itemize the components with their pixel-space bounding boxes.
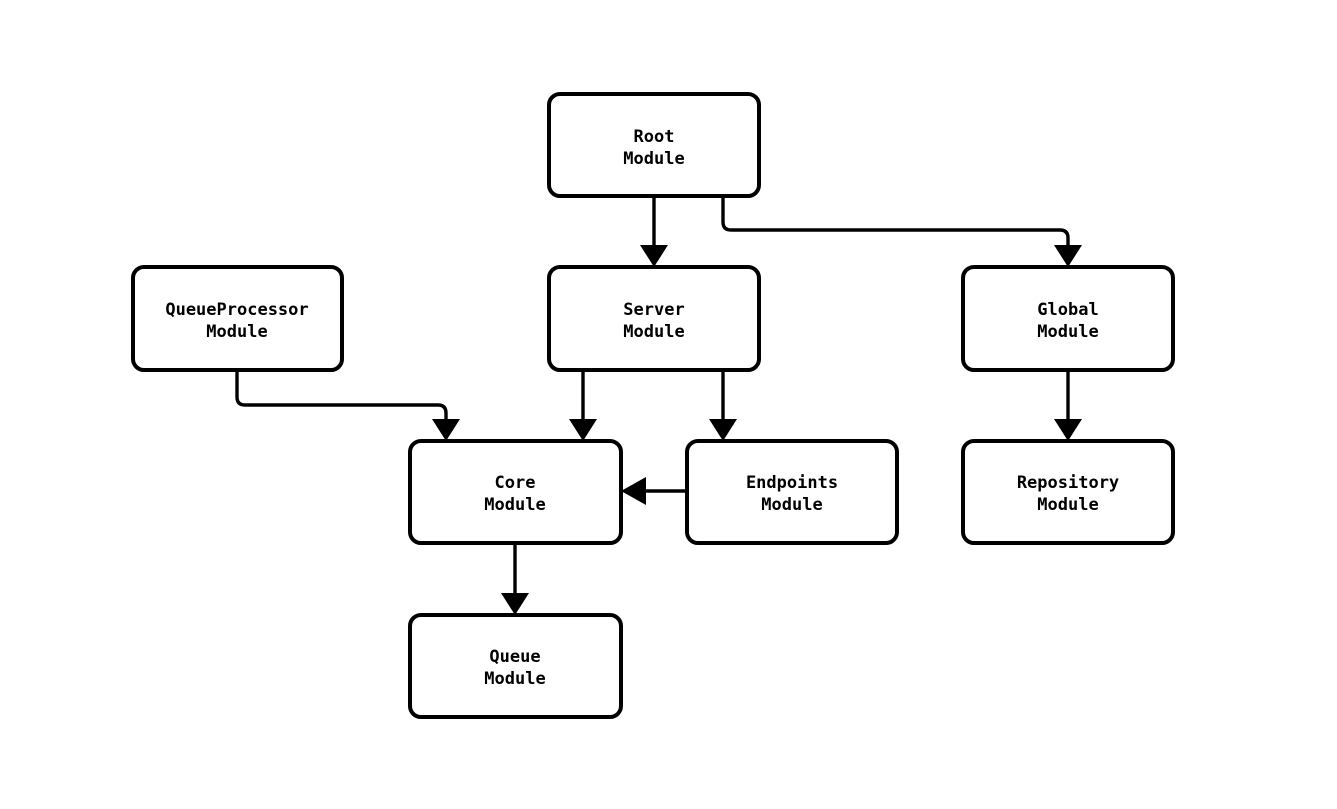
repository-module-node[interactable]: Repository Module	[961, 439, 1175, 545]
core-module-node[interactable]: Core Module	[408, 439, 623, 545]
repository-module-label-line1: Repository	[1017, 473, 1119, 493]
edge-queueprocessor-to-core-line	[235, 370, 448, 422]
queueprocessor-module-node[interactable]: QueueProcessor Module	[131, 265, 344, 372]
edge-queueprocessor-to-core	[235, 370, 460, 441]
edge-queueprocessor-to-core-arrowhead	[432, 419, 460, 441]
edge-root-to-server-arrowhead	[640, 245, 668, 267]
endpoints-module-box[interactable]	[685, 439, 899, 545]
edge-root-to-server	[640, 196, 668, 267]
queue-module-box[interactable]	[408, 613, 623, 719]
server-module-box[interactable]	[547, 265, 761, 372]
core-module-box[interactable]	[408, 439, 623, 545]
edge-server-to-core-arrowhead	[569, 419, 597, 441]
root-module-label-line2: Module	[623, 149, 684, 169]
edge-root-to-global-arrowhead	[1054, 245, 1082, 267]
queueprocessor-module-label-line2: Module	[206, 322, 267, 342]
nodes-layer: Root Module QueueProcessor Module Server…	[131, 92, 1175, 719]
core-module-label-line2: Module	[484, 495, 545, 515]
server-module-label-line2: Module	[623, 322, 684, 342]
edge-core-to-queue	[501, 543, 529, 615]
repository-module-label-line2: Module	[1037, 495, 1098, 515]
edge-server-to-endpoints-arrowhead	[709, 419, 737, 441]
queueprocessor-module-label-line1: QueueProcessor	[165, 300, 308, 320]
root-module-node[interactable]: Root Module	[547, 92, 761, 198]
queueprocessor-module-box[interactable]	[131, 265, 344, 372]
edge-root-to-global-line	[721, 196, 1070, 248]
global-module-label-line2: Module	[1037, 322, 1098, 342]
edge-core-to-queue-arrowhead	[501, 593, 529, 615]
global-module-box[interactable]	[961, 265, 1175, 372]
edge-server-to-core	[569, 370, 597, 441]
core-module-label-line1: Core	[495, 473, 536, 493]
edge-server-to-endpoints	[709, 370, 737, 441]
edge-endpoints-to-core-arrowhead	[621, 477, 646, 505]
queue-module-node[interactable]: Queue Module	[408, 613, 623, 719]
queue-module-label-line1: Queue	[489, 647, 540, 667]
queue-module-label-line2: Module	[484, 669, 545, 689]
root-module-box[interactable]	[547, 92, 761, 198]
repository-module-box[interactable]	[961, 439, 1175, 545]
global-module-node[interactable]: Global Module	[961, 265, 1175, 372]
server-module-node[interactable]: Server Module	[547, 265, 761, 372]
endpoints-module-node[interactable]: Endpoints Module	[685, 439, 899, 545]
edge-endpoints-to-core	[621, 477, 687, 505]
global-module-label-line1: Global	[1037, 300, 1098, 320]
edge-global-to-repository	[1054, 370, 1082, 441]
edge-global-to-repository-arrowhead	[1054, 419, 1082, 441]
endpoints-module-label-line2: Module	[761, 495, 822, 515]
edges-layer	[235, 196, 1082, 615]
edge-root-to-global	[721, 196, 1082, 267]
root-module-label-line1: Root	[634, 127, 675, 147]
server-module-label-line1: Server	[623, 300, 684, 320]
endpoints-module-label-line1: Endpoints	[746, 473, 838, 493]
